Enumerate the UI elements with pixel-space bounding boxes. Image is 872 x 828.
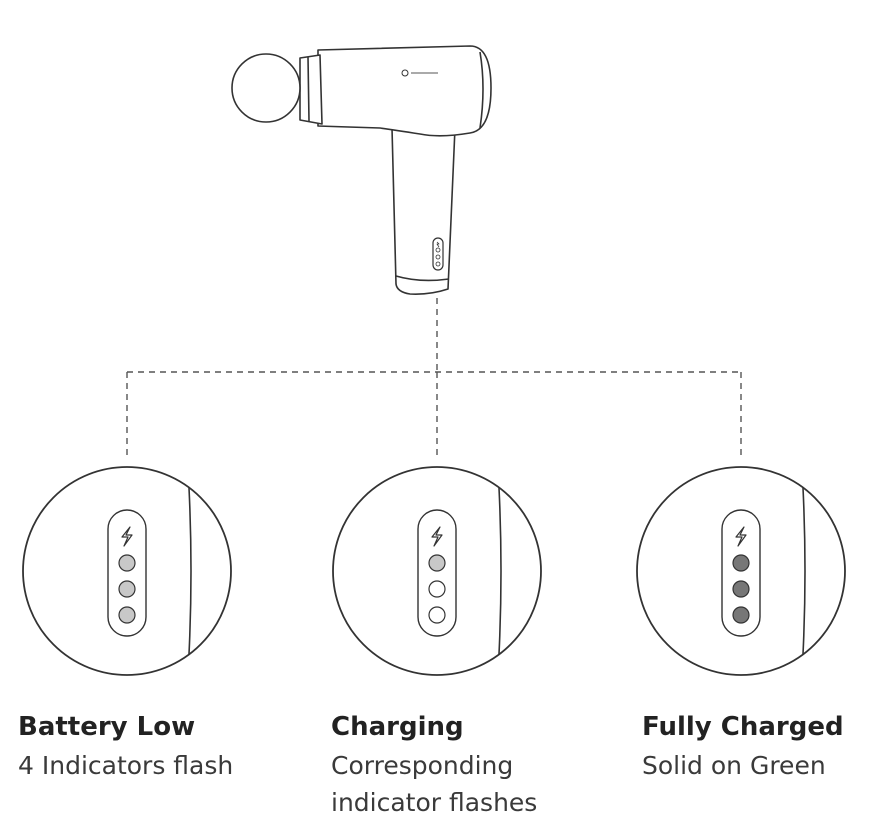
caption-title: Fully Charged: [642, 712, 844, 742]
indicator-led-on: [732, 554, 750, 572]
caption-description: Solid on Green: [642, 747, 872, 784]
caption-battery-low: Battery Low 4 Indicators flash: [18, 707, 258, 784]
caption-charging: Charging Corresponding indicator flashes: [331, 707, 571, 821]
caption-title: Charging: [331, 712, 464, 742]
massage-gun-illustration: [231, 45, 492, 295]
indicator-pill: [721, 509, 761, 637]
indicator-led-light: [118, 606, 136, 624]
device-edge-line: [498, 487, 502, 655]
zoom-panels: [22, 466, 846, 676]
caption-title: Battery Low: [18, 712, 196, 742]
caption-description-line: 4 Indicators flash: [18, 751, 234, 780]
caption-description-line: Corresponding: [331, 751, 514, 780]
indicator-led-on: [732, 606, 750, 624]
caption-description-line: Solid on Green: [642, 751, 826, 780]
caption-description-line: indicator flashes: [331, 788, 538, 817]
zoom-panel-charging: [332, 466, 542, 676]
device-edge-line: [188, 487, 192, 655]
handle-indicator-strip: [432, 237, 444, 271]
zoom-panel-battery-low: [22, 466, 232, 676]
indicator-led-on: [732, 580, 750, 598]
indicator-pill: [107, 509, 147, 637]
indicator-pill: [417, 509, 457, 637]
lightning-bolt-icon: [735, 526, 747, 547]
indicator-led-off: [428, 580, 446, 598]
device-edge-line: [802, 487, 806, 655]
caption-description: Corresponding indicator flashes: [331, 747, 571, 821]
connector-lines: [126, 298, 742, 458]
lightning-bolt-icon: [121, 526, 133, 547]
indicator-led-off: [428, 606, 446, 624]
indicator-led-light: [118, 580, 136, 598]
lightning-bolt-icon: [431, 526, 443, 547]
caption-description: 4 Indicators flash: [18, 747, 258, 784]
indicator-led-light: [118, 554, 136, 572]
massage-ball-head: [231, 53, 301, 123]
zoom-panel-fully-charged: [636, 466, 846, 676]
logo-mark: [401, 69, 409, 77]
indicator-led-light: [428, 554, 446, 572]
caption-fully-charged: Fully Charged Solid on Green: [642, 707, 872, 784]
